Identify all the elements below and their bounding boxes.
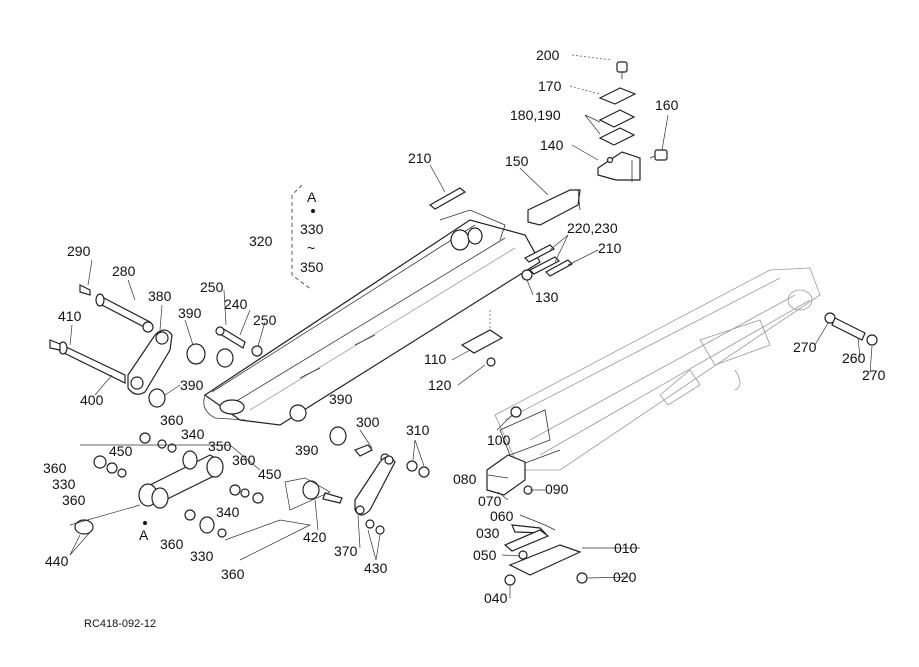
label-180-190: 180,190 bbox=[510, 107, 561, 123]
bracket-150 bbox=[527, 189, 581, 226]
label-350-top: 350 bbox=[300, 259, 324, 275]
label-220-230: 220,230 bbox=[567, 220, 618, 236]
label-110: 110 bbox=[424, 351, 447, 367]
label-050: 050 bbox=[473, 547, 497, 563]
label-370: 370 bbox=[334, 543, 358, 559]
label-390-b: 390 bbox=[180, 377, 204, 393]
label-390-c: 390 bbox=[329, 391, 353, 407]
label-390-a: 390 bbox=[178, 305, 202, 321]
label-280: 280 bbox=[112, 263, 136, 279]
label-360-d: 360 bbox=[62, 492, 86, 508]
label-170: 170 bbox=[538, 78, 562, 94]
label-330-c: 330 bbox=[190, 548, 214, 564]
label-040: 040 bbox=[484, 590, 508, 606]
label-070: 070 bbox=[478, 493, 502, 509]
label-410: 410 bbox=[58, 308, 82, 324]
label-060: 060 bbox=[490, 508, 514, 524]
label-450-a: 450 bbox=[109, 443, 133, 459]
label-130: 130 bbox=[535, 289, 559, 305]
pin-260 bbox=[824, 312, 878, 346]
label-240: 240 bbox=[224, 296, 248, 312]
label-160: 160 bbox=[655, 97, 679, 113]
label-390-d: 390 bbox=[295, 442, 319, 458]
bushings-390 bbox=[148, 343, 234, 408]
label-360-c: 360 bbox=[232, 452, 256, 468]
label-090: 090 bbox=[545, 481, 569, 497]
pins-220-230 bbox=[523, 244, 573, 277]
label-290: 290 bbox=[67, 243, 91, 259]
label-350-b: 350 bbox=[208, 438, 232, 454]
label-340-a: 340 bbox=[181, 426, 205, 442]
label-260: 260 bbox=[842, 350, 866, 366]
label-140: 140 bbox=[540, 137, 564, 153]
label-tilde: ~ bbox=[307, 240, 315, 256]
pin-210-top bbox=[428, 187, 467, 210]
plate-110 bbox=[460, 310, 504, 367]
link-plate-380 bbox=[127, 329, 173, 395]
pin-240 bbox=[215, 326, 263, 357]
label-270-right: 270 bbox=[862, 367, 886, 383]
label-420: 420 bbox=[303, 529, 327, 545]
label-030: 030 bbox=[476, 525, 500, 541]
label-250-left: 250 bbox=[200, 279, 224, 295]
label-080: 080 bbox=[453, 471, 477, 487]
label-330-top: 330 bbox=[300, 221, 324, 237]
label-310: 310 bbox=[406, 422, 430, 438]
lower-link-assembly bbox=[69, 432, 312, 561]
label-270-left: 270 bbox=[793, 339, 817, 355]
label-A-top: A bbox=[307, 189, 317, 205]
bracket-stack bbox=[597, 61, 668, 182]
main-arm bbox=[203, 209, 541, 426]
link-pin-400 bbox=[49, 339, 126, 384]
label-360-e: 360 bbox=[160, 536, 184, 552]
label-380: 380 bbox=[148, 288, 172, 304]
label-360-f: 360 bbox=[221, 566, 245, 582]
label-400: 400 bbox=[80, 392, 104, 408]
marker-dot-A1 bbox=[311, 209, 315, 213]
label-210-top: 210 bbox=[408, 150, 432, 166]
label-020: 020 bbox=[613, 569, 637, 585]
label-450-b: 450 bbox=[258, 466, 282, 482]
label-120: 120 bbox=[428, 377, 452, 393]
label-320: 320 bbox=[249, 233, 273, 249]
label-300: 300 bbox=[356, 414, 380, 430]
label-330-b: 330 bbox=[52, 476, 76, 492]
label-210-right: 210 bbox=[598, 240, 622, 256]
label-360-a: 360 bbox=[160, 412, 184, 428]
nut-130 bbox=[521, 269, 533, 281]
middle-link-assembly bbox=[284, 404, 430, 535]
label-430: 430 bbox=[364, 560, 388, 576]
label-150: 150 bbox=[505, 153, 529, 169]
label-340-b: 340 bbox=[216, 504, 240, 520]
label-250-right: 250 bbox=[253, 312, 277, 328]
bottom-right-parts bbox=[486, 406, 588, 586]
label-440: 440 bbox=[45, 553, 69, 569]
part-labels: 200 170 180,190 160 140 210 150 220,230 … bbox=[43, 47, 886, 606]
label-200: 200 bbox=[536, 47, 560, 63]
drawing-code: RC418-092-12 bbox=[84, 618, 156, 630]
label-A-bottom: A bbox=[139, 527, 149, 543]
marker-dot-A2 bbox=[143, 521, 147, 525]
callout-bracket-320 bbox=[291, 184, 313, 291]
label-360-b: 360 bbox=[43, 460, 67, 476]
label-100: 100 bbox=[487, 432, 511, 448]
label-010: 010 bbox=[614, 540, 638, 556]
leader-lines bbox=[69, 54, 873, 598]
link-pin-280 bbox=[79, 284, 154, 333]
